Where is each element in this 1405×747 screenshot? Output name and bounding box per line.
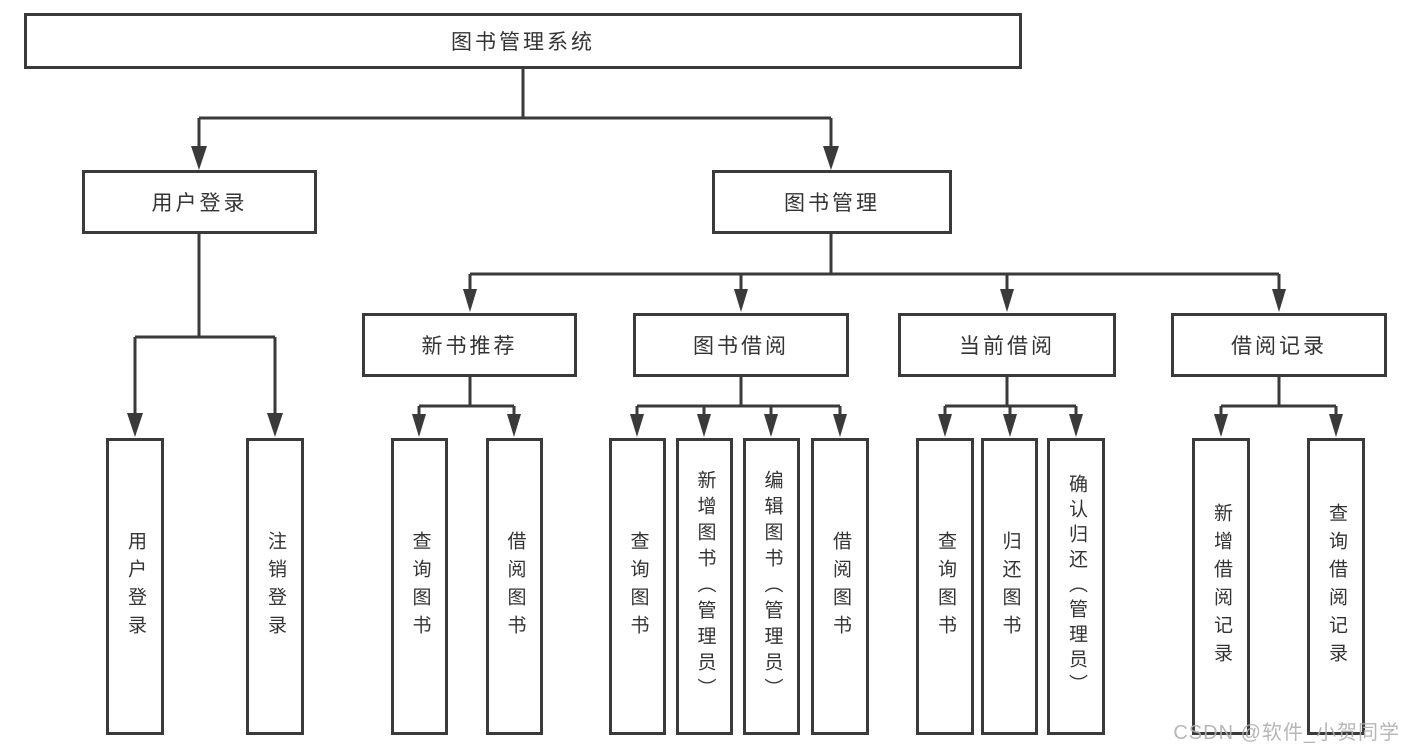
- leaf-label: 查询图书: [627, 530, 649, 643]
- node-library-management-system: 图书管理系统: [24, 13, 1022, 69]
- node-current-borrow: 当前借阅: [898, 313, 1116, 377]
- node-new-book-recommend: 新书推荐: [362, 313, 577, 377]
- leaf-label: 查询借阅记录: [1325, 502, 1347, 671]
- leaf-label: 注销登录: [264, 530, 286, 643]
- node-book-borrow: 图书借阅: [633, 313, 849, 377]
- node-borrow-records: 借阅记录: [1171, 313, 1387, 377]
- leaf-label: 借阅图书: [504, 530, 526, 643]
- node-leaf-user-login: 用户登录: [106, 438, 164, 735]
- leaf-label: 归还图书: [999, 530, 1021, 643]
- node-book-management: 图书管理: [712, 170, 952, 234]
- node-leaf-query-books-2: 查询图书: [609, 438, 666, 735]
- node-leaf-return-books: 归还图书: [981, 438, 1038, 735]
- csdn-watermark: CSDN @软件_小贺同学: [1173, 722, 1400, 744]
- node-leaf-query-books-3: 查询图书: [916, 438, 974, 735]
- node-leaf-borrow-books-2: 借阅图书: [811, 438, 869, 735]
- node-leaf-query-books-1: 查询图书: [391, 438, 448, 735]
- node-user-login: 用户登录: [82, 170, 317, 234]
- leaf-label: 查询图书: [409, 530, 431, 643]
- leaf-label: 新增借阅记录: [1210, 502, 1232, 671]
- node-leaf-logout: 注销登录: [246, 438, 304, 735]
- leaf-label: 确认归还（管理员）: [1065, 474, 1087, 699]
- leaf-label: 新增图书（管理员）: [694, 469, 716, 704]
- leaf-label: 用户登录: [124, 530, 146, 643]
- node-leaf-edit-books-admin: 编辑图书（管理员）: [743, 438, 800, 735]
- leaf-label: 借阅图书: [829, 530, 851, 643]
- node-leaf-add-books-admin: 新增图书（管理员）: [676, 438, 733, 735]
- node-leaf-query-borrow-record: 查询借阅记录: [1307, 438, 1365, 735]
- node-leaf-borrow-books-1: 借阅图书: [486, 438, 543, 735]
- node-leaf-confirm-return-admin: 确认归还（管理员）: [1047, 438, 1105, 735]
- leaf-label: 查询图书: [934, 530, 956, 643]
- node-leaf-add-borrow-record: 新增借阅记录: [1192, 438, 1250, 735]
- leaf-label: 编辑图书（管理员）: [761, 469, 783, 704]
